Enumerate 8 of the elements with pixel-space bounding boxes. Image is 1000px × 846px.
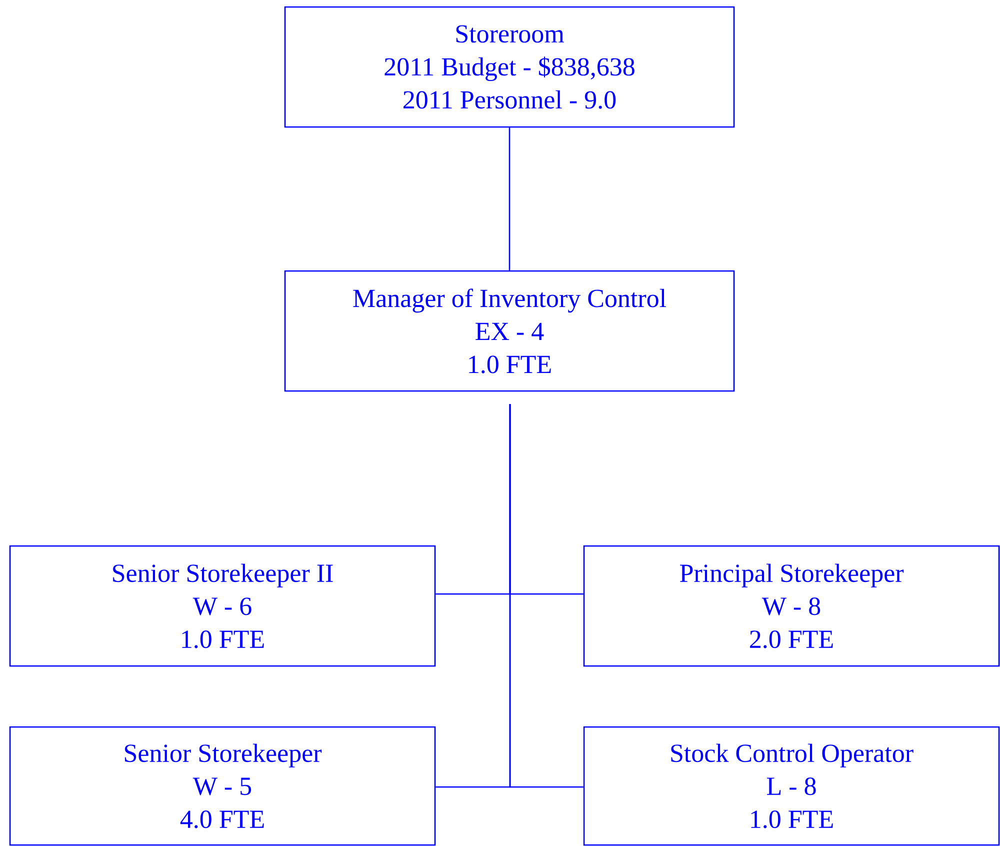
connector-line	[508, 128, 510, 270]
org-box: Storeroom 2011 Budget - $838,638 2011 Personnel - 9.0	[284, 6, 735, 128]
org-box: Stock Control Operator L - 8 1.0 FTE	[583, 726, 1000, 846]
org-box: Principal Storekeeper W - 8 2.0 FTE	[583, 545, 1000, 667]
org-box: Senior Storekeeper II W - 6 1.0 FTE	[9, 545, 436, 667]
connector-line	[509, 404, 584, 788]
org-box: Senior Storekeeper W - 5 4.0 FTE	[9, 726, 436, 846]
org-box: Manager of Inventory Control EX - 4 1.0 FTE	[284, 270, 735, 392]
